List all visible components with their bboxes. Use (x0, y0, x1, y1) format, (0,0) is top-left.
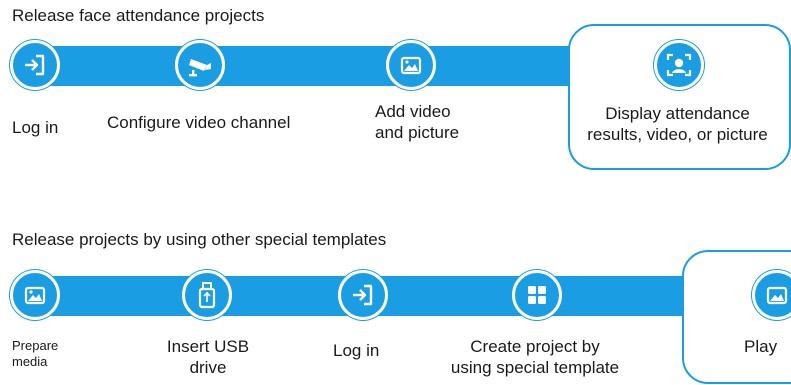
flow2-step-usb-node (182, 270, 232, 320)
login-icon (25, 54, 45, 76)
flow2-step-media-label: Prepare media (12, 338, 59, 369)
flow2-step-media-node (10, 270, 60, 320)
flow2-step-login-label: Log in (333, 341, 380, 360)
flow1-connector-bar (30, 46, 590, 86)
picture-icon (24, 286, 46, 305)
flow1-title: Release face attendance projects (12, 6, 265, 25)
flow1-step-face-node (654, 40, 704, 90)
flow2-step-usb-label: Insert USB drive (166, 337, 250, 377)
play-icon (766, 286, 788, 305)
flow2-step-template-node (512, 270, 562, 320)
flow1-step-picture-node (386, 40, 436, 90)
flow2-step-template-label: Create project by using special template (450, 337, 620, 377)
picture-icon (400, 56, 422, 75)
flow2-step-play-node (752, 270, 791, 320)
login-icon (353, 284, 373, 306)
flow1-step-camera-label: Configure video channel (107, 113, 291, 132)
flow1-step-login-label: Log in (12, 118, 59, 137)
flow1-step-face-label: Display attendance results, video, or pi… (587, 104, 768, 144)
flow1-step-picture-label: Add video and picture (375, 102, 460, 142)
usb-drive-icon (198, 282, 216, 309)
template-grid-icon (528, 286, 546, 304)
flow2-title: Release projects by using other special … (12, 230, 387, 249)
flow1-step-camera-node (175, 40, 225, 90)
flow2-step-login-node (338, 270, 388, 320)
flow1-step-login-node (10, 40, 60, 90)
flow2-step-play-label: Play (744, 337, 778, 356)
camera-icon (189, 59, 211, 77)
face-recognition-icon (666, 53, 692, 77)
